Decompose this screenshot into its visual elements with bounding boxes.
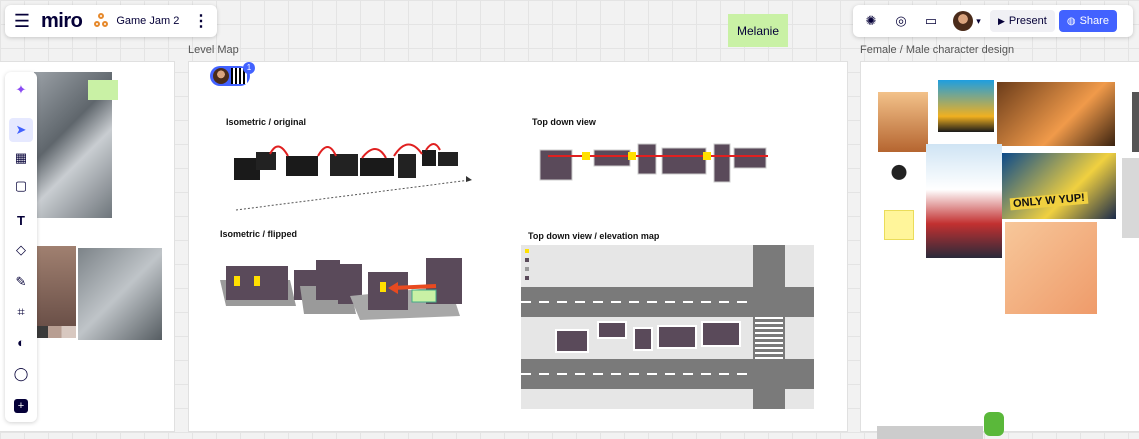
pen-icon[interactable]: ✎	[15, 274, 27, 289]
thumbs-up-sticker[interactable]	[984, 412, 1004, 436]
add-apps-icon[interactable]: +	[9, 394, 33, 418]
character-strip-bottom[interactable]	[877, 426, 983, 439]
building-block-3	[633, 327, 653, 351]
chevron-down-icon: ▾	[976, 15, 981, 26]
topbar-right: ✺ ◎ ▭ ▾ ▶ Present ◍ Share	[853, 5, 1133, 37]
character-image-4[interactable]	[926, 144, 1002, 258]
legend-box	[525, 249, 565, 283]
share-label: Share	[1079, 15, 1109, 27]
label-iso-original: Isometric / original	[226, 117, 307, 127]
qr-icon	[231, 68, 247, 84]
city-aerial-image-3[interactable]	[78, 248, 162, 340]
label-top-down: Top down view	[532, 117, 596, 127]
present-button[interactable]: ▶ Present	[990, 10, 1055, 32]
building-block-2	[597, 321, 627, 339]
topbar-left: ☰ miro Game Jam 2 ⋮	[5, 5, 217, 37]
city-image-2[interactable]	[34, 246, 76, 326]
board-icon	[94, 13, 110, 29]
color-swatch-row[interactable]	[34, 326, 76, 338]
comment-icon[interactable]: ◯	[13, 366, 29, 381]
palette-icon[interactable]: ◐	[17, 334, 25, 350]
more-options-icon[interactable]: ⋮	[193, 13, 209, 30]
text-tool-icon[interactable]: T	[17, 212, 25, 228]
select-tool-icon[interactable]: ➤	[9, 118, 33, 142]
left-toolbar: ✦ ➤ ▦ ▢ T ◇ ✎ ⌗ ◐ ◯ +	[5, 72, 37, 422]
user-avatar	[953, 11, 974, 31]
isometric-original-diagram[interactable]	[226, 136, 476, 216]
top-down-diagram[interactable]	[538, 142, 773, 184]
share-button[interactable]: ◍ Share	[1058, 10, 1117, 32]
board-name[interactable]: Game Jam 2	[116, 15, 180, 27]
lane-marking-bottom	[521, 373, 753, 375]
character-image-5[interactable]: ONLY W YUP!	[1002, 153, 1116, 219]
character-image-1[interactable]	[878, 92, 928, 152]
label-top-down-elevation: Top down view / elevation map	[528, 231, 660, 241]
globe-icon: ◍	[1066, 15, 1076, 27]
label-iso-flipped: Isometric / flipped	[220, 229, 298, 239]
collaborator-avatar-group[interactable]	[210, 66, 250, 86]
character-image-7[interactable]	[1122, 158, 1139, 238]
chat-icon[interactable]: ◎	[895, 13, 907, 28]
miro-logo[interactable]: miro	[41, 9, 83, 32]
templates-icon[interactable]: ▦	[14, 150, 28, 165]
sticky-note-small[interactable]	[88, 80, 118, 100]
elevation-map[interactable]	[521, 245, 814, 409]
lane-marking-top	[521, 301, 753, 303]
building-block-4	[657, 325, 697, 349]
character-sketch[interactable]	[880, 158, 918, 194]
poster-banner: ONLY W YUP!	[1009, 191, 1089, 211]
character-image-6[interactable]	[1005, 222, 1097, 314]
sticky-note-melanie[interactable]: Melanie	[728, 14, 788, 47]
reactions-icon[interactable]: ✺	[865, 13, 877, 28]
user-menu[interactable]: ▾	[948, 9, 986, 33]
building-block-1	[555, 329, 589, 353]
play-icon: ▶	[998, 15, 1005, 26]
building-block-5	[701, 321, 741, 347]
shapes-icon[interactable]: ◇	[16, 242, 26, 257]
character-image-partial[interactable]	[1132, 92, 1139, 152]
isometric-flipped-diagram[interactable]	[220, 256, 465, 324]
frame-icon[interactable]: ⌗	[17, 304, 25, 319]
present-label: Present	[1008, 15, 1047, 27]
menu-icon[interactable]: ☰	[13, 10, 31, 31]
collaborator-avatar	[213, 68, 229, 84]
crosswalk	[755, 317, 783, 359]
frame-title-level-map[interactable]: Level Map	[188, 44, 239, 56]
sticky-yellow[interactable]	[884, 210, 914, 240]
video-icon[interactable]: ▭	[924, 13, 938, 28]
character-image-2[interactable]	[938, 80, 994, 132]
ai-sparkle-icon[interactable]: ✦	[15, 82, 27, 97]
collab-count-badge: 1	[243, 62, 255, 74]
frame-title-character-design[interactable]: Female / Male character design	[860, 44, 1015, 56]
sticky-note-icon[interactable]: ▢	[14, 178, 28, 193]
character-image-3[interactable]	[997, 82, 1115, 146]
